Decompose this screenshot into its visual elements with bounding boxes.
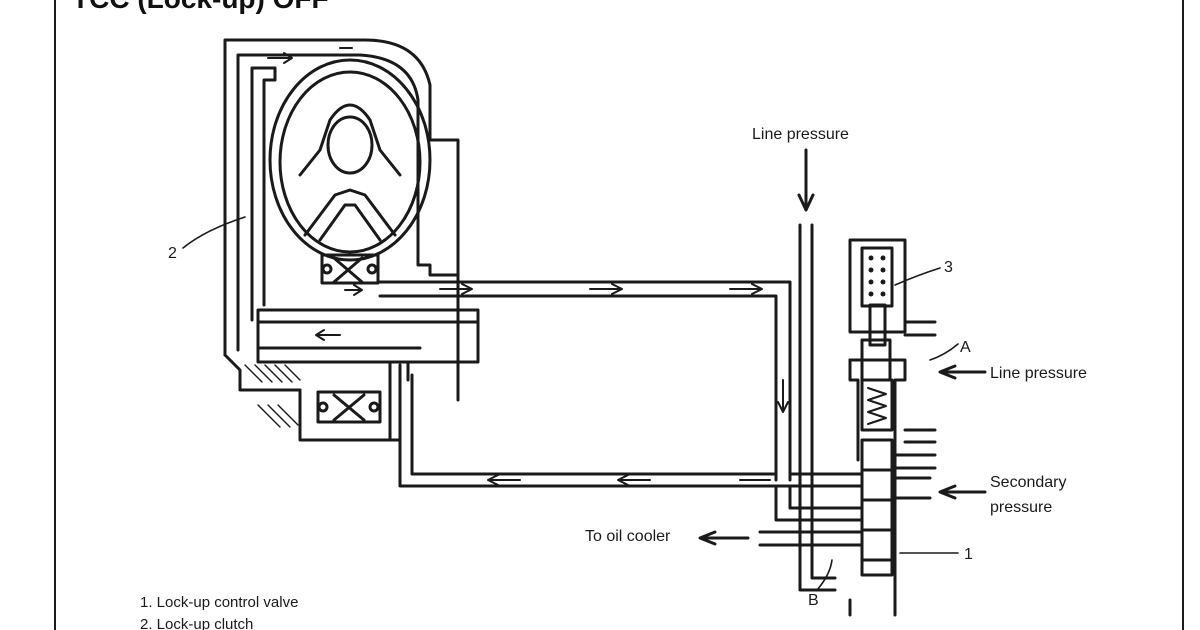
diagram-title: TCC (Lock-up) OFF xyxy=(72,0,329,14)
oil-cooler-arrow xyxy=(698,530,750,546)
callout-1-label: 1 xyxy=(964,546,973,563)
port-a-label: A xyxy=(960,339,971,356)
hydraulic-lines xyxy=(378,223,864,592)
solenoid-coil xyxy=(868,255,886,297)
torque-converter xyxy=(223,38,480,442)
converter-flow-arrows xyxy=(267,47,363,341)
line-pressure-top-label: Line pressure xyxy=(752,126,849,143)
valve-spring xyxy=(867,387,887,425)
legend-item-1: 1. Lock-up control valve xyxy=(140,594,298,611)
line-pressure-right-label: Line pressure xyxy=(990,365,1087,382)
legend-item-2: 2. Lock-up clutch xyxy=(140,616,253,630)
line-pressure-right-arrow xyxy=(938,364,987,380)
callout-3-label: 3 xyxy=(944,259,953,276)
secondary-pressure-arrow xyxy=(938,484,987,500)
line-flow-arrows xyxy=(439,283,789,486)
callout-2-label: 2 xyxy=(168,245,177,262)
secondary-pressure-label-1: Secondary xyxy=(990,474,1067,491)
to-oil-cooler-label: To oil cooler xyxy=(585,528,671,545)
lockup-control-valve xyxy=(848,238,937,617)
port-b-label: B xyxy=(808,592,819,609)
pressure-arrows xyxy=(698,148,987,546)
housing-hatching xyxy=(244,364,301,428)
callout-leaders xyxy=(182,216,959,591)
line-pressure-top-arrow xyxy=(797,148,815,212)
secondary-pressure-label-2: pressure xyxy=(990,499,1052,516)
